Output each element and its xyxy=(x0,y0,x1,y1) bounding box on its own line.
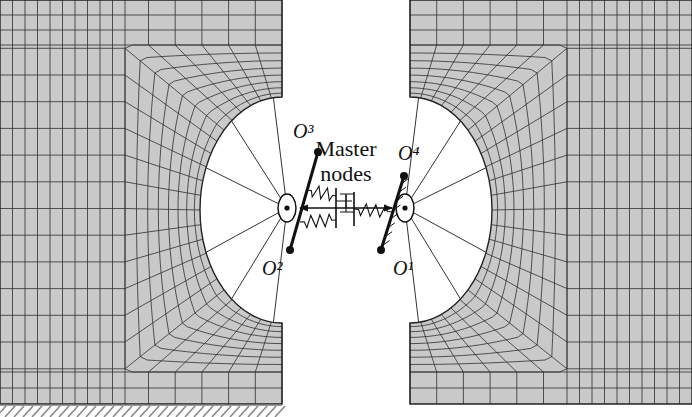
master-node xyxy=(284,205,289,210)
hatch-line xyxy=(167,406,177,417)
joint-dot xyxy=(286,246,294,254)
joint-dot xyxy=(400,172,408,180)
hatch-line xyxy=(266,406,276,417)
ground-hatch xyxy=(0,405,285,417)
hatch-line xyxy=(149,406,159,417)
joint-dot xyxy=(377,246,385,254)
right-plate xyxy=(396,0,692,404)
hatch-line xyxy=(158,406,168,417)
ground-line xyxy=(0,404,282,406)
hatch-line xyxy=(5,406,15,417)
rigid-spoke xyxy=(405,208,461,299)
point-label: O⁴ xyxy=(398,143,419,163)
hatch-line xyxy=(113,406,123,417)
ground-tick xyxy=(396,196,403,201)
rigid-spoke xyxy=(232,208,288,299)
ground-tick xyxy=(388,223,395,228)
rigid-spoke xyxy=(273,98,287,208)
hatch-line xyxy=(194,406,204,417)
hatch-line xyxy=(140,406,150,417)
hatch-line xyxy=(77,406,87,417)
rigid-bar xyxy=(290,152,318,250)
hatch-line xyxy=(185,406,195,417)
rigid-spoke xyxy=(405,168,486,208)
link-plate xyxy=(335,188,337,228)
master-node xyxy=(402,205,407,210)
rigid-spoke xyxy=(405,208,486,252)
plate-outline xyxy=(0,0,282,404)
hatch-line xyxy=(275,406,285,417)
spring xyxy=(308,186,336,201)
hatch-line xyxy=(221,406,231,417)
mesh-lines xyxy=(410,0,692,404)
plate-fill xyxy=(410,0,692,404)
left-plate xyxy=(0,0,296,404)
rigid-spoke xyxy=(232,121,288,208)
ground-tick xyxy=(382,241,389,246)
hatch-line xyxy=(86,406,96,417)
hatch-line xyxy=(122,406,132,417)
ground-tick xyxy=(399,187,406,192)
plate-fill xyxy=(0,0,282,404)
master-node-ring xyxy=(278,194,296,222)
ground-tick xyxy=(391,214,398,219)
callout-label: Master nodes xyxy=(298,136,394,186)
hatch-line xyxy=(248,406,258,417)
hatch-line xyxy=(176,406,186,417)
point-label: O² xyxy=(262,258,282,278)
rigid-bar xyxy=(381,176,404,250)
rigid-spoke xyxy=(206,168,287,208)
ground-tick xyxy=(385,232,392,237)
rigid-spoke xyxy=(206,208,287,252)
plate-outline xyxy=(410,0,692,404)
hatch-line xyxy=(32,406,42,417)
point-label: O³ xyxy=(293,121,313,141)
hatch-line xyxy=(230,406,240,417)
master-node-ring xyxy=(396,194,414,222)
hatch-line xyxy=(239,406,249,417)
hatch-line xyxy=(50,406,60,417)
spring xyxy=(354,204,392,217)
point-label: O¹ xyxy=(393,258,413,278)
dashpot xyxy=(336,194,354,212)
hatch-line xyxy=(68,406,78,417)
hatch-line xyxy=(203,406,213,417)
hatch-line xyxy=(59,406,69,417)
hatch-line xyxy=(257,406,267,417)
spring xyxy=(300,214,336,227)
hatch-line xyxy=(23,406,33,417)
hatch-line xyxy=(95,406,105,417)
ground-tick xyxy=(393,205,400,210)
hatch-line xyxy=(14,406,24,417)
rigid-spoke xyxy=(405,121,461,208)
hatch-line xyxy=(104,406,114,417)
hatch-line xyxy=(131,406,141,417)
mesh-lines xyxy=(0,0,282,404)
hatch-line xyxy=(41,406,51,417)
hatch-line xyxy=(0,406,6,417)
hatch-line xyxy=(212,406,222,417)
